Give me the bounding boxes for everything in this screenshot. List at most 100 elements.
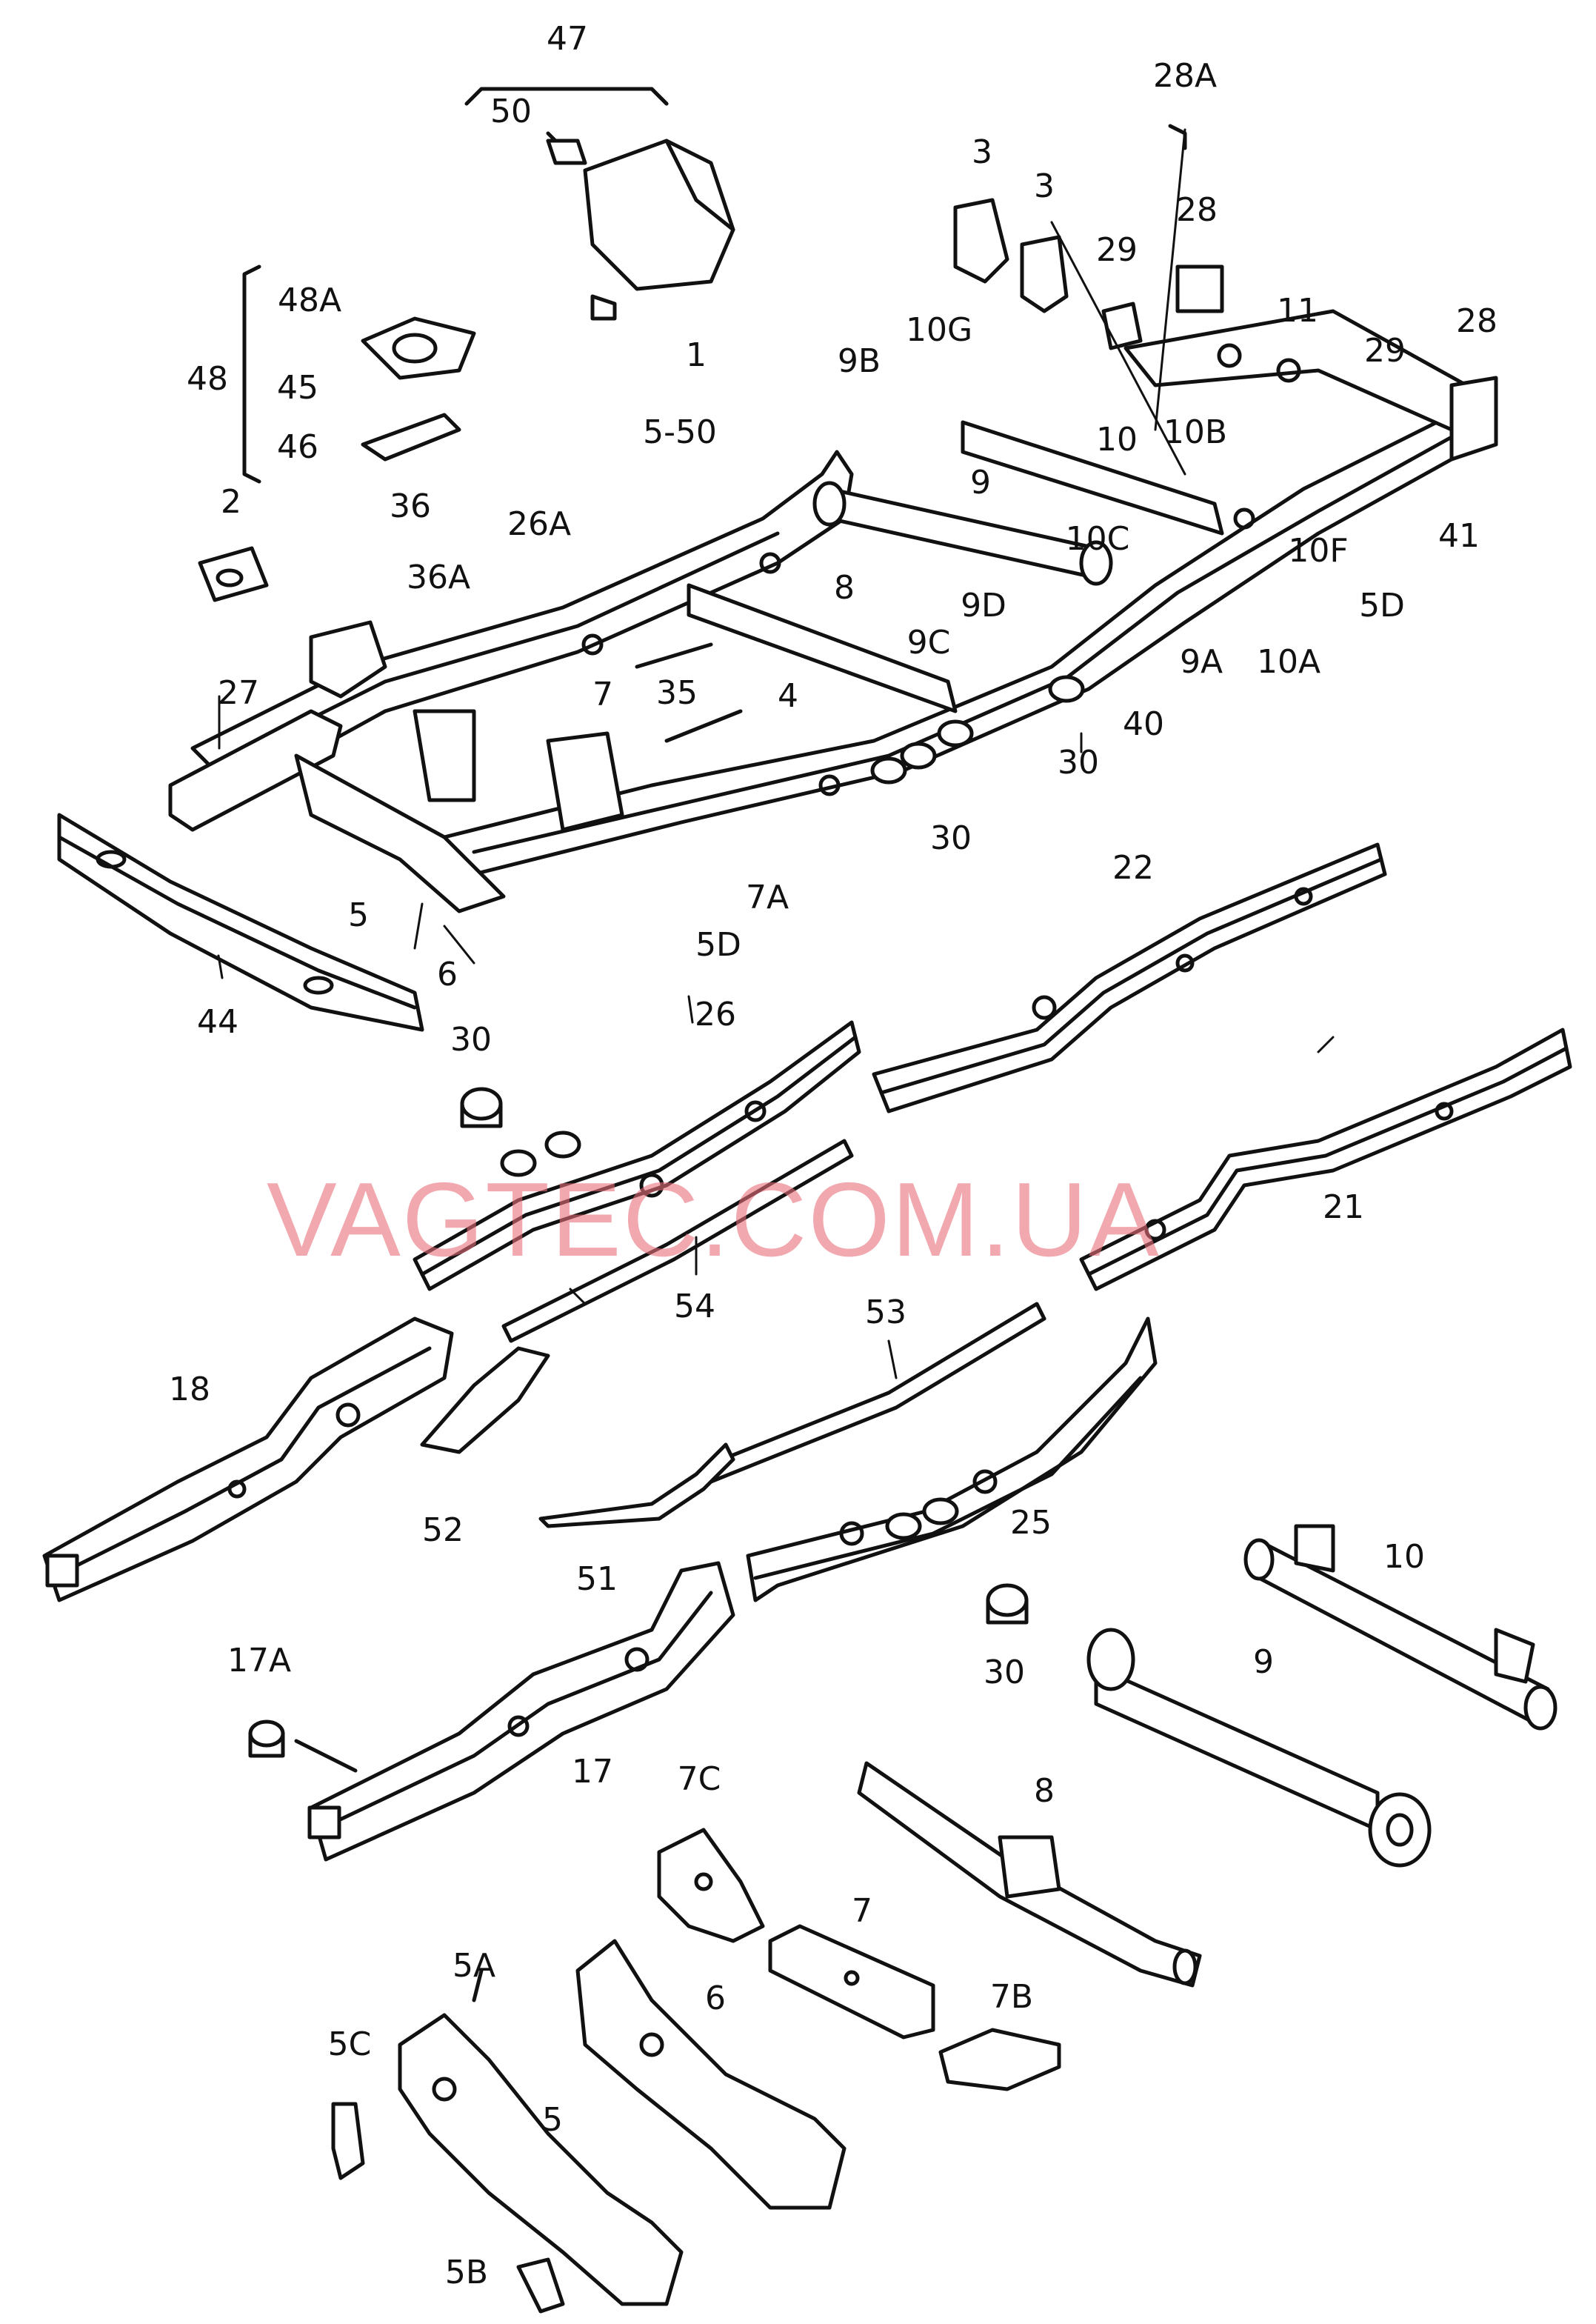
callout-5D-bottom: 5D bbox=[695, 926, 741, 964]
callout-22: 22 bbox=[1112, 849, 1154, 887]
callout-9: 9 bbox=[970, 464, 991, 502]
bracket-7B bbox=[938, 2028, 1061, 2091]
watermark: VAGTEC.COM.UA bbox=[267, 1161, 1161, 1279]
callout-5B: 5B bbox=[444, 2254, 489, 2291]
callout-9-loose: 9 bbox=[1253, 1643, 1274, 1681]
tube-10 bbox=[1243, 1524, 1557, 1731]
callout-36A: 36A bbox=[406, 559, 471, 596]
rail-22 bbox=[872, 842, 1387, 1113]
shield-48A bbox=[242, 264, 476, 484]
bracket-5C bbox=[331, 2102, 365, 2180]
callout-9D: 9D bbox=[961, 587, 1006, 625]
callout-25: 25 bbox=[1010, 1504, 1052, 1542]
callout-9A: 9A bbox=[1179, 643, 1223, 681]
crossmember-7 bbox=[768, 1924, 935, 2040]
tube-9 bbox=[1086, 1628, 1432, 1868]
callout-5C: 5C bbox=[327, 2025, 372, 2063]
main-frame-assembly bbox=[168, 309, 1483, 913]
callout-28a: 28 bbox=[1176, 191, 1218, 229]
bushing-30-loose bbox=[460, 1087, 1029, 1625]
callout-17A: 17A bbox=[227, 1642, 292, 1679]
callout-9B: 9B bbox=[837, 342, 881, 380]
callout-7B: 7B bbox=[989, 1978, 1034, 2016]
callout-10: 10 bbox=[1096, 421, 1138, 459]
callout-48: 48 bbox=[187, 360, 228, 398]
callout-48A: 48A bbox=[277, 282, 342, 319]
callout-10C: 10C bbox=[1065, 520, 1130, 558]
callout-4: 4 bbox=[778, 677, 798, 715]
callout-3a: 3 bbox=[972, 133, 992, 171]
callout-5D-top: 5D bbox=[1359, 587, 1405, 625]
callout-11: 11 bbox=[1277, 292, 1318, 330]
callout-35: 35 bbox=[656, 674, 698, 712]
strip-54 bbox=[501, 1139, 854, 1343]
brackets-3 bbox=[953, 198, 1069, 313]
callout-45: 45 bbox=[277, 369, 318, 407]
bushing-17A bbox=[248, 1719, 358, 1773]
bracket-52 bbox=[420, 1346, 550, 1454]
callout-3b: 3 bbox=[1034, 167, 1055, 205]
callout-26: 26 bbox=[695, 996, 736, 1033]
bracket-7C bbox=[657, 1828, 765, 1943]
callout-17: 17 bbox=[572, 1753, 613, 1791]
callout-10-loose: 10 bbox=[1383, 1538, 1425, 1576]
callout-27: 27 bbox=[218, 674, 259, 712]
rail-17 bbox=[307, 1561, 735, 1862]
crossmember-5 bbox=[398, 1968, 684, 2306]
callout-26A: 26A bbox=[507, 505, 572, 543]
callout-5-frame: 5 bbox=[348, 896, 369, 934]
callout-7A: 7A bbox=[745, 879, 789, 916]
leader-lines bbox=[217, 128, 1335, 1379]
callout-9C: 9C bbox=[906, 624, 951, 662]
callout-29b: 29 bbox=[1364, 332, 1406, 370]
callout-30a: 30 bbox=[1058, 744, 1099, 782]
callout-7C: 7C bbox=[677, 1760, 721, 1798]
callout-5-50: 5-50 bbox=[643, 413, 717, 451]
callout-51: 51 bbox=[576, 1560, 618, 1598]
callout-2: 2 bbox=[221, 483, 241, 521]
callout-41: 41 bbox=[1438, 517, 1480, 555]
callout-10A: 10A bbox=[1256, 643, 1321, 681]
rail-21 bbox=[1079, 1028, 1572, 1291]
rail-26 bbox=[413, 1020, 861, 1291]
callout-47: 47 bbox=[547, 20, 588, 58]
callout-30d: 30 bbox=[984, 1654, 1025, 1691]
bracket-2 bbox=[198, 546, 269, 602]
rail-25 bbox=[746, 1316, 1158, 1602]
callout-1: 1 bbox=[686, 336, 707, 374]
rail-18 bbox=[42, 1316, 454, 1602]
callout-8: 8 bbox=[834, 569, 855, 607]
callout-44: 44 bbox=[197, 1003, 238, 1041]
crossmember-8 bbox=[857, 1761, 1202, 1988]
callout-53: 53 bbox=[865, 1293, 906, 1331]
callout-10G: 10G bbox=[905, 311, 973, 349]
callout-40: 40 bbox=[1123, 705, 1164, 743]
callout-6-loose: 6 bbox=[705, 1980, 726, 2017]
callout-18: 18 bbox=[169, 1371, 210, 1408]
callout-28A: 28A bbox=[1152, 57, 1218, 95]
callout-36: 36 bbox=[390, 487, 431, 525]
callout-46: 46 bbox=[277, 428, 318, 466]
bumper-44 bbox=[57, 813, 424, 1032]
callout-30c: 30 bbox=[450, 1021, 492, 1059]
heat-shield-47 bbox=[464, 87, 735, 321]
callout-7: 7 bbox=[592, 676, 613, 713]
strip-51 bbox=[538, 1442, 735, 1528]
callout-8-loose: 8 bbox=[1034, 1772, 1055, 1810]
callout-5-loose: 5 bbox=[542, 2101, 563, 2139]
bracket-5B bbox=[516, 2257, 565, 2314]
callout-5A: 5A bbox=[452, 1947, 496, 1985]
callout-10F: 10F bbox=[1288, 532, 1349, 570]
callout-50: 50 bbox=[490, 93, 532, 130]
callout-52: 52 bbox=[422, 1511, 464, 1549]
callout-21: 21 bbox=[1323, 1188, 1364, 1226]
crossmember-6 bbox=[575, 1939, 847, 2210]
callout-6-frame: 6 bbox=[437, 956, 458, 993]
callout-30b: 30 bbox=[930, 819, 972, 857]
callout-29a: 29 bbox=[1096, 231, 1138, 269]
callout-10B: 10B bbox=[1163, 413, 1228, 451]
callout-28b: 28 bbox=[1456, 302, 1497, 340]
callout-7-loose: 7 bbox=[852, 1892, 872, 1930]
